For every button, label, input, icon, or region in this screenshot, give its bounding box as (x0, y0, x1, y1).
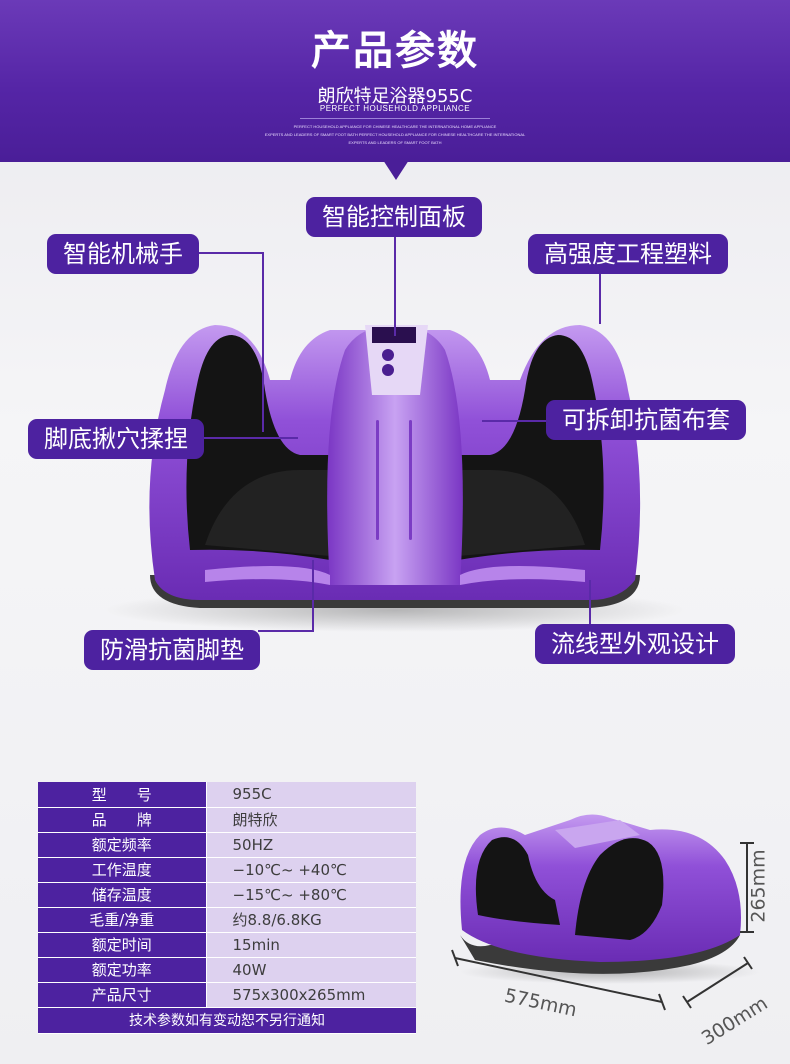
spec-key: 额定频率 (38, 832, 207, 858)
tiny-text-1: PERFECT HOUSEHOLD APPLIANCE FOR CHINESE … (293, 124, 497, 129)
callout-pad: 防滑抗菌脚垫 (84, 630, 260, 670)
leader-design (589, 580, 591, 624)
callout-mech-hand: 智能机械手 (47, 234, 199, 274)
divider (300, 118, 490, 119)
page-title: 产品参数 (311, 28, 479, 74)
product-name: 朗欣特足浴器955C (317, 86, 473, 107)
spec-value: 约8.8/6.8KG (206, 907, 416, 933)
spec-key: 毛重/净重 (38, 907, 207, 933)
header-banner: 产品参数 朗欣特足浴器955C PERFECT HOUSEHOLD APPLIA… (0, 0, 790, 162)
callout-cover: 可拆卸抗菌布套 (546, 400, 746, 440)
spec-key: 额定时间 (38, 932, 207, 958)
spec-key: 工作温度 (38, 857, 207, 883)
spec-value: −10℃~ +40℃ (206, 857, 416, 883)
spec-row: 品 牌朗特欣 (38, 807, 416, 833)
leader-control-panel (394, 232, 396, 336)
spec-value: 575x300x265mm (206, 982, 416, 1008)
spec-row: 储存温度−15℃~ +80℃ (38, 882, 416, 908)
spec-key: 品 牌 (38, 807, 207, 833)
tagline-en: PERFECT HOUSEHOLD APPLIANCE (319, 104, 471, 113)
leader-mech-hand-h (197, 252, 263, 254)
spec-key: 产品尺寸 (38, 982, 207, 1008)
callout-plastic: 高强度工程塑料 (528, 234, 728, 274)
dimension-height: 265mm (747, 849, 770, 923)
leader-pad-h (258, 630, 314, 632)
spec-value: 15min (206, 932, 416, 958)
leader-pad-v (312, 560, 314, 632)
spec-note: 技术参数如有变动恕不另行通知 (38, 1007, 416, 1034)
leader-sole (200, 437, 298, 439)
spec-key: 型 号 (38, 782, 207, 808)
tiny-text-2: EXPERTS AND LEADERS OF SMART FOOT BATH P… (264, 132, 526, 137)
spec-value: 朗特欣 (206, 807, 416, 833)
spec-value: 40W (206, 957, 416, 983)
spec-value: −15℃~ +80℃ (206, 882, 416, 908)
spec-row: 工作温度−10℃~ +40℃ (38, 857, 416, 883)
callout-control-panel: 智能控制面板 (306, 197, 482, 237)
spec-row: 毛重/净重约8.8/6.8KG (38, 907, 416, 933)
spec-key: 储存温度 (38, 882, 207, 908)
leader-mech-hand-v (262, 252, 264, 432)
spec-value: 50HZ (206, 832, 416, 858)
header-pointer (383, 160, 409, 180)
spec-key: 额定功率 (38, 957, 207, 983)
tiny-text-3: EXPERTS AND LEADERS OF SMART FOOT BATH (348, 140, 442, 145)
callout-sole-points: 脚底揪穴揉捏 (28, 419, 204, 459)
leader-cover (482, 420, 546, 422)
leader-plastic (599, 272, 601, 324)
callout-design: 流线型外观设计 (535, 624, 735, 664)
spec-value: 955C (206, 782, 416, 808)
